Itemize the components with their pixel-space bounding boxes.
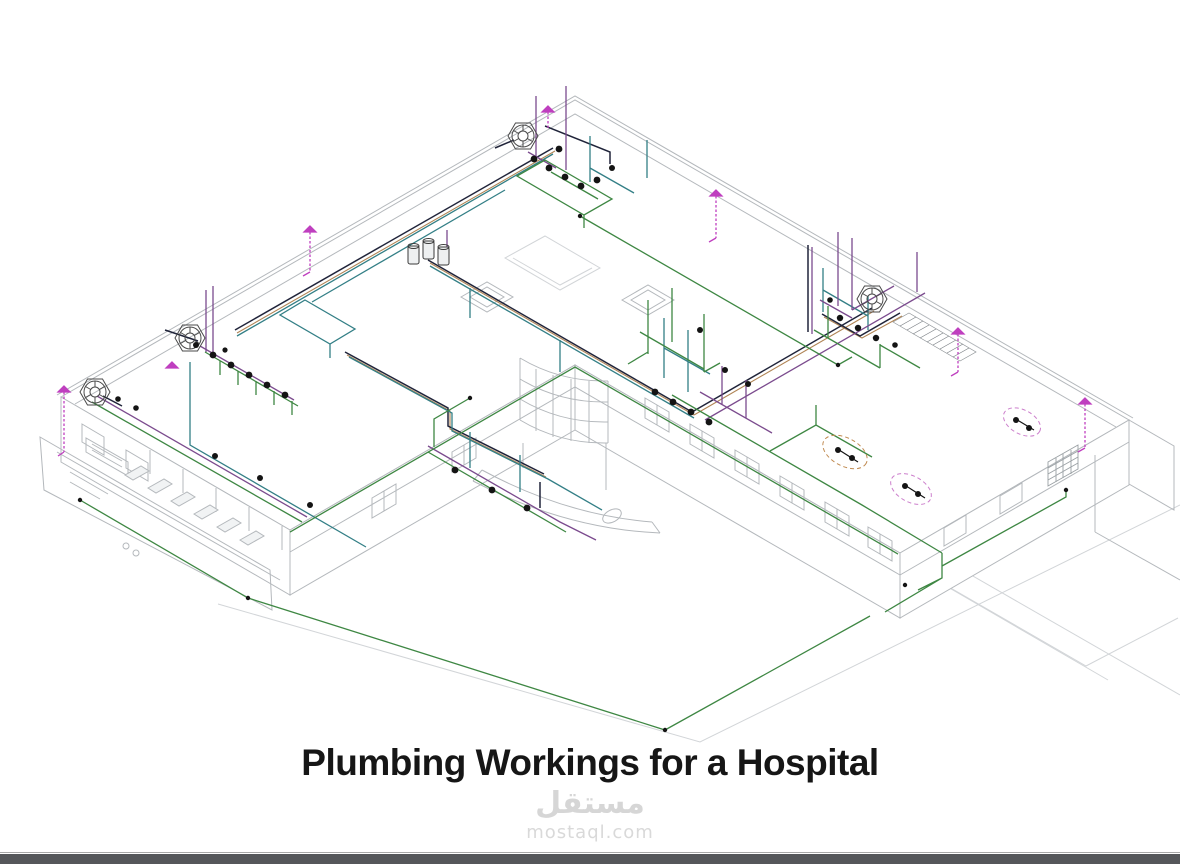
vent-marker (164, 361, 180, 369)
equipment-tanks (407, 238, 450, 266)
right-end-wall (899, 419, 1130, 619)
louver-grille (1047, 444, 1079, 487)
building-shell (60, 99, 1130, 619)
vent-marker (708, 189, 724, 243)
building-wireframe (39, 95, 1180, 611)
watermark-mostaql: mostaql.com (526, 822, 654, 843)
fixtures (77, 145, 1069, 733)
pipes-teal (189, 136, 869, 548)
drawing-title: Plumbing Workings for a Hospital (301, 742, 879, 783)
vent-marker (56, 385, 72, 457)
windows (81, 397, 1023, 562)
entrance-canopy (472, 469, 661, 534)
patient-beds (124, 465, 265, 546)
footer-bar (0, 854, 1180, 864)
footer-divider (0, 852, 1180, 853)
callout-ellipses (822, 407, 1042, 505)
ground-lines (217, 504, 1180, 743)
vent-marker (950, 327, 966, 377)
vent-markers (56, 105, 1093, 457)
watermark-arabic: مستقل (535, 786, 645, 821)
vent-marker (1077, 397, 1093, 453)
hatched-trench (892, 312, 977, 362)
vent-marker (540, 105, 556, 128)
pipes-tan (236, 150, 903, 478)
roof-outline (60, 99, 1130, 554)
vent-marker (302, 225, 318, 277)
pipes-violet (96, 86, 926, 541)
bay-window (519, 357, 609, 444)
